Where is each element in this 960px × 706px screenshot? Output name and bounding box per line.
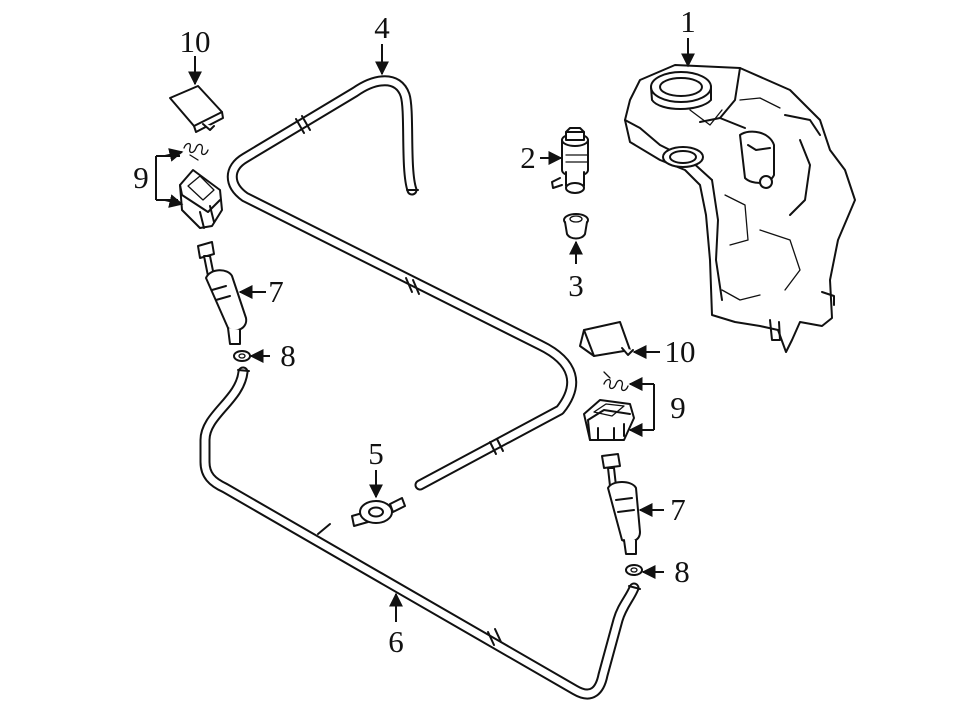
callout-7-left: 7 — [268, 274, 284, 309]
callout-8-right: 8 — [674, 554, 690, 589]
nozzle-cap-left — [169, 85, 224, 133]
nozzle-cap-right — [579, 321, 634, 357]
callout-8-left: 8 — [280, 338, 296, 373]
pump-grommet — [563, 213, 589, 240]
callout-6: 6 — [388, 624, 404, 659]
nozzle-bracket-right — [583, 399, 635, 441]
spring-left — [183, 142, 209, 161]
callout-9-right: 9 — [670, 390, 686, 425]
callout-2: 2 — [520, 140, 536, 175]
o-ring-right — [625, 564, 643, 576]
washer-pump — [551, 127, 589, 194]
callout-7-right: 7 — [670, 492, 686, 527]
nozzle-bracket-left — [179, 169, 223, 229]
callout-9-left: 9 — [133, 160, 149, 195]
leader-lines — [155, 38, 695, 622]
washer-reservoir — [624, 64, 856, 353]
o-ring-left — [233, 350, 251, 362]
callout-4: 4 — [374, 10, 390, 45]
washer-nozzle-right — [601, 453, 641, 555]
callout-3: 3 — [568, 268, 584, 303]
hose-upper — [226, 75, 578, 491]
spring-right — [603, 371, 629, 392]
washer-nozzle-left — [197, 241, 248, 345]
callout-10-right: 10 — [665, 334, 696, 369]
callout-1: 1 — [680, 4, 696, 39]
hose-lower — [199, 366, 641, 700]
connector-5 — [351, 497, 406, 527]
callout-5: 5 — [368, 436, 384, 471]
callout-10-left: 10 — [180, 24, 211, 59]
